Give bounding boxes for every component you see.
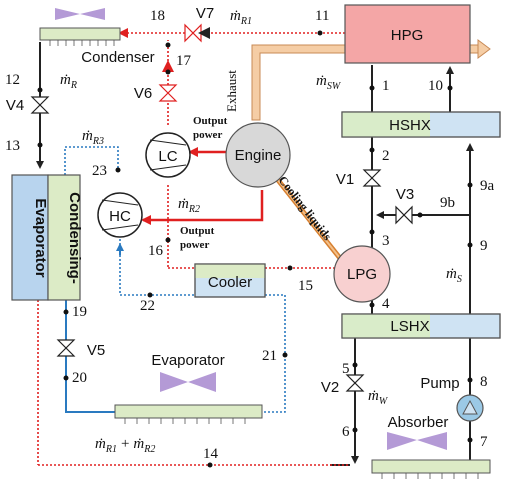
valve-v3-label: V3: [396, 186, 414, 203]
valves: V1 V2 V3 V4 V5 V6 V7: [6, 5, 414, 396]
flow-r1-top: ṁR1: [230, 8, 252, 27]
point-11: 11: [315, 8, 329, 24]
valve-v3: V3: [395, 186, 414, 225]
line-23: [64, 146, 119, 175]
flow-r3: ṁR3: [82, 128, 104, 147]
condensing-evaporator-label-a: Condensing-: [66, 192, 83, 284]
point-14: 14: [203, 446, 219, 462]
hpg: HPG: [344, 4, 471, 64]
lc-compressor: LC: [145, 132, 191, 178]
condenser-fan-icon: [55, 8, 105, 20]
hc-label: HC: [109, 208, 131, 225]
point-7: 7: [480, 434, 488, 450]
flow-r1-plus-r2: ṁR1+ṁR2: [95, 436, 155, 455]
valve-v6: V6: [134, 84, 178, 102]
flow-w: ṁW: [368, 388, 389, 407]
state-point-dots: [37, 30, 473, 468]
evaporator-fan-icon: [160, 372, 216, 392]
lc-label: LC: [158, 148, 177, 165]
lpg: LPG: [333, 245, 391, 303]
absorber-label: Absorber: [388, 414, 449, 431]
condensing-evaporator-label-b: Evaporator: [32, 198, 49, 277]
flow-sw: ṁSW: [316, 73, 342, 92]
refrigerant-lines: [37, 28, 350, 466]
pump-label: Pump: [420, 375, 459, 392]
hshx-label: HSHX: [389, 117, 431, 134]
output-power-hc-line1: Output: [180, 225, 215, 237]
valve-v5: V5: [56, 339, 105, 359]
valve-v6-label: V6: [134, 85, 152, 102]
output-power-lc-line2: power: [193, 129, 222, 141]
line-21: [262, 294, 286, 413]
arrow-17: [162, 60, 174, 72]
point-5: 5: [342, 361, 350, 377]
absorber-fan-icon: [387, 432, 447, 450]
point-23: 23: [92, 163, 107, 179]
flow-r: ṁR: [60, 72, 77, 91]
engine: Engine: [225, 122, 291, 188]
hc-compressor: HC: [97, 192, 143, 238]
point-9a: 9a: [480, 178, 495, 194]
hshx: HSHX: [341, 111, 501, 138]
valve-v2-label: V2: [321, 379, 339, 396]
state-point-labels: 1 10 2 3 4 5 6 7 8 9 9a 9b 11 12 13 14 1…: [5, 8, 495, 462]
valve-v2: V2: [321, 374, 365, 396]
exhaust-label: Exhaust: [224, 70, 239, 112]
point-9b: 9b: [440, 195, 455, 211]
cooling-liquids-label: Cooling liquids: [276, 173, 335, 243]
condenser: Condenser: [39, 8, 155, 66]
valve-v4: V4: [6, 96, 50, 114]
evaporator: Evaporator: [114, 352, 263, 424]
mass-flow-labels: ṁR1 ṁR ṁR3 ṁR2 ṁSW ṁS ṁW ṁR1+ṁR2: [60, 8, 462, 455]
point-19: 19: [72, 304, 87, 320]
point-6: 6: [342, 424, 350, 440]
flow-r2: ṁR2: [178, 196, 200, 215]
cooler-label: Cooler: [208, 274, 252, 291]
hpg-label: HPG: [391, 27, 424, 44]
point-4: 4: [382, 296, 390, 312]
absorber: Absorber: [371, 414, 491, 479]
point-13: 13: [5, 138, 20, 154]
point-10: 10: [428, 78, 443, 94]
power-lines: [141, 147, 264, 225]
condenser-label: Condenser: [81, 49, 154, 66]
output-power-lc-line1: Output: [193, 115, 228, 127]
point-2: 2: [382, 148, 390, 164]
point-22: 22: [140, 298, 155, 314]
pump: Pump: [420, 375, 484, 422]
point-17: 17: [176, 53, 192, 69]
evaporator-label: Evaporator: [151, 352, 224, 369]
valve-v4-label: V4: [6, 97, 24, 114]
point-8: 8: [480, 374, 488, 390]
point-12: 12: [5, 72, 20, 88]
point-3: 3: [382, 233, 390, 249]
output-power-hc-line2: power: [180, 239, 209, 251]
point-16: 16: [148, 243, 164, 259]
valve-v1-label: V1: [336, 171, 354, 188]
power-to-hc: [141, 190, 264, 225]
point-18: 18: [150, 8, 165, 24]
point-9: 9: [480, 238, 488, 254]
cooler: Cooler: [194, 263, 266, 298]
valve-v1: V1: [336, 169, 382, 188]
point-1: 1: [382, 78, 390, 94]
condensing-evaporator: Evaporator Condensing-: [11, 174, 83, 301]
blue-lines: [64, 146, 286, 413]
point-21: 21: [262, 348, 277, 364]
lshx: LSHX: [341, 313, 501, 339]
lpg-label: LPG: [347, 266, 377, 283]
engine-label: Engine: [235, 147, 282, 164]
valve-v7: V7: [184, 5, 214, 43]
lshx-label: LSHX: [390, 318, 429, 335]
valve-v5-label: V5: [87, 342, 105, 359]
point-20: 20: [72, 370, 87, 386]
valve-v7-label: V7: [196, 5, 214, 22]
output-power-labels: Output power Output power: [180, 115, 228, 251]
point-15: 15: [298, 278, 313, 294]
line-19-20: [65, 300, 115, 413]
arrow-v7: [198, 27, 210, 39]
flow-s: ṁS: [446, 266, 462, 285]
